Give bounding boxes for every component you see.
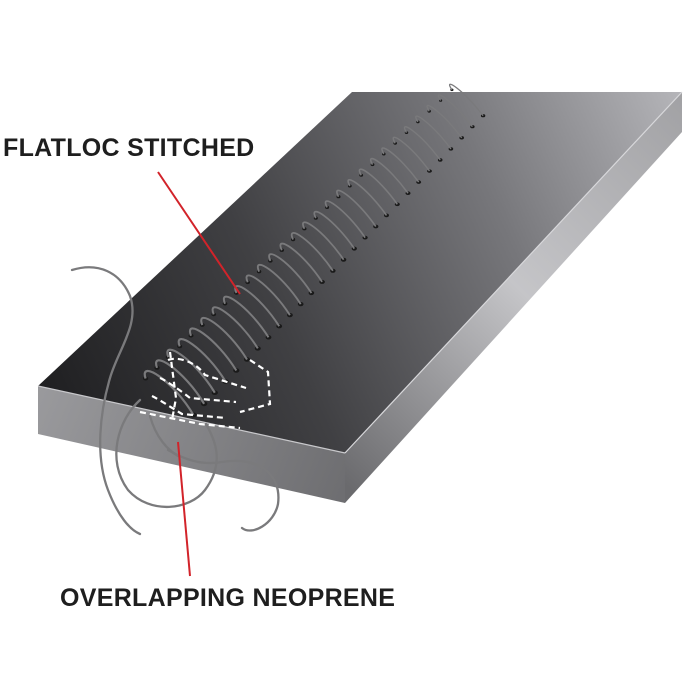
stitch-loop bbox=[245, 274, 291, 316]
stitch-loop bbox=[381, 147, 420, 183]
flatloc-stitch-loops bbox=[143, 83, 484, 416]
stitch-loop bbox=[177, 338, 227, 383]
stitch-loop bbox=[313, 210, 356, 250]
stitch-loop bbox=[415, 115, 452, 150]
overlap-dashed-outline bbox=[139, 351, 272, 430]
stitch-loop bbox=[290, 232, 334, 272]
stitch-loop bbox=[324, 200, 366, 239]
stitch-loop bbox=[200, 316, 248, 361]
panel-side-face bbox=[345, 92, 682, 503]
stitch-loop bbox=[268, 253, 313, 294]
leader-line-overlap bbox=[177, 441, 191, 577]
stitch-loop bbox=[302, 221, 345, 261]
stitch-loop bbox=[449, 83, 484, 117]
stitch-loop bbox=[155, 359, 206, 405]
leader-line-flatloc bbox=[157, 171, 241, 295]
stitch-loop bbox=[336, 189, 377, 227]
stitch-loop bbox=[358, 168, 398, 205]
loose-thread bbox=[70, 266, 280, 536]
stitch-loop bbox=[188, 327, 238, 372]
stitch-loop bbox=[347, 179, 388, 216]
overlapping-neoprene-label: OVERLAPPING NEOPRENE bbox=[60, 584, 396, 612]
stitch-loop bbox=[403, 126, 441, 161]
panel-top-face bbox=[38, 92, 682, 453]
stitch-loop bbox=[370, 157, 409, 194]
stitch-loop bbox=[392, 136, 431, 172]
stitch-loop bbox=[437, 94, 473, 128]
stitch-loop bbox=[222, 295, 270, 338]
stitch-loop bbox=[426, 104, 463, 139]
stitch-loop bbox=[211, 306, 259, 349]
stitch-loop bbox=[143, 369, 195, 416]
stitch-loop bbox=[256, 263, 302, 305]
flatloc-stitched-label: FLATLOC STITCHED bbox=[3, 134, 255, 162]
stitch-loop bbox=[279, 242, 323, 283]
stitch-loop bbox=[166, 348, 216, 394]
